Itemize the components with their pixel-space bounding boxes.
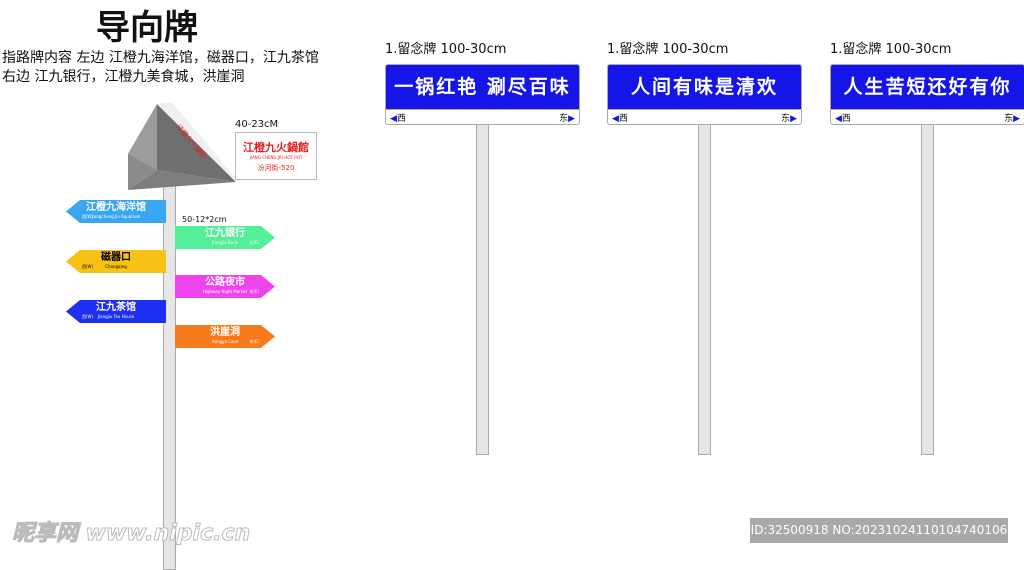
triangular-sign-top: 江橙九火鍋館	[128, 102, 238, 190]
sign-text: 人生苦短还好有你	[830, 64, 1024, 110]
top-sign-preview: 江橙九火鍋館 JIANG CHENG JIU HOT POT 汾河街-520	[235, 132, 317, 180]
top-sign-english: JIANG CHENG JIU HOT POT	[249, 155, 303, 160]
watermark-logo: 昵享网 www.nipic.cn	[11, 521, 251, 547]
top-sign-name: 江橙九火鍋館	[243, 141, 309, 154]
memorial-sign: 1.留念牌 100-30cm 人生苦短还好有你 ◀西 东▶	[830, 42, 1024, 125]
arrow-zh: 洪崖洞	[210, 327, 240, 338]
arrow-direction: 西(W)	[82, 214, 94, 219]
arrow-en: Chongqing	[105, 264, 127, 269]
east-marker: 东▶	[1004, 114, 1020, 124]
left-triangle-icon: ◀	[390, 114, 397, 124]
signpost-pole	[163, 170, 176, 570]
west-marker: ◀西	[835, 114, 851, 124]
arrow-en: Jiangcheng Jiu Aquarium	[91, 214, 141, 219]
west-marker: ◀西	[612, 114, 628, 124]
top-sign-address: 汾河街-520	[257, 164, 295, 172]
memorial-sign: 1.留念牌 100-30cm 一锅红艳 涮尽百味 ◀西 东▶	[385, 42, 580, 125]
sign-text: 人间有味是清欢	[607, 64, 802, 110]
arrow-direction: 西(W)	[82, 314, 94, 319]
arrow-en: Jiangjiu Tea House	[97, 314, 135, 319]
arrow-zh: 江橙九海洋馆	[86, 202, 146, 213]
description-line: 右边 江九银行，江橙九美食城，洪崖洞	[2, 69, 245, 85]
description-line: 指路牌内容 左边 江橙九海洋馆，磁器口，江九茶馆	[2, 50, 319, 66]
sign-label: 1.留念牌 100-30cm	[385, 42, 507, 57]
left-triangle-icon: ◀	[612, 114, 619, 124]
right-triangle-icon: ▶	[568, 114, 575, 124]
sign-pole	[476, 122, 489, 455]
arrow-zh: 江九茶馆	[96, 302, 136, 313]
left-triangle-icon: ◀	[835, 114, 842, 124]
arrow-direction: 西(W)	[82, 264, 94, 269]
sign-pole	[698, 122, 711, 455]
top-sign-size: 40-23cM	[235, 119, 279, 130]
arrow-zh: 公路夜市	[205, 277, 245, 288]
arrow-size-label: 50-12*2cm	[182, 215, 227, 224]
arrow-zh: 江九银行	[205, 228, 245, 239]
arrow-en: Jiangjiu Bank	[212, 240, 238, 245]
watermark-id: ID:32500918 NO:20231024110104740106	[750, 518, 1008, 543]
east-marker: 东▶	[559, 114, 575, 124]
arrow-direction: 东(E)	[249, 289, 259, 294]
arrow-zh: 磁器口	[101, 252, 131, 263]
sign-text: 一锅红艳 涮尽百味	[385, 64, 580, 110]
right-triangle-icon: ▶	[1013, 114, 1020, 124]
sign-label: 1.留念牌 100-30cm	[830, 42, 952, 57]
sign-label: 1.留念牌 100-30cm	[607, 42, 729, 57]
arrow-en: Hongya Cave	[211, 339, 239, 344]
right-triangle-icon: ▶	[790, 114, 797, 124]
arrow-direction: 东(E)	[249, 240, 259, 245]
east-marker: 东▶	[781, 114, 797, 124]
page-title: 导向牌	[96, 8, 198, 48]
sign-pole	[921, 122, 934, 455]
arrow-en: Highway Night Market	[202, 289, 248, 294]
memorial-sign: 1.留念牌 100-30cm 人间有味是清欢 ◀西 东▶	[607, 42, 802, 125]
arrow-direction: 东(E)	[249, 339, 259, 344]
west-marker: ◀西	[390, 114, 406, 124]
